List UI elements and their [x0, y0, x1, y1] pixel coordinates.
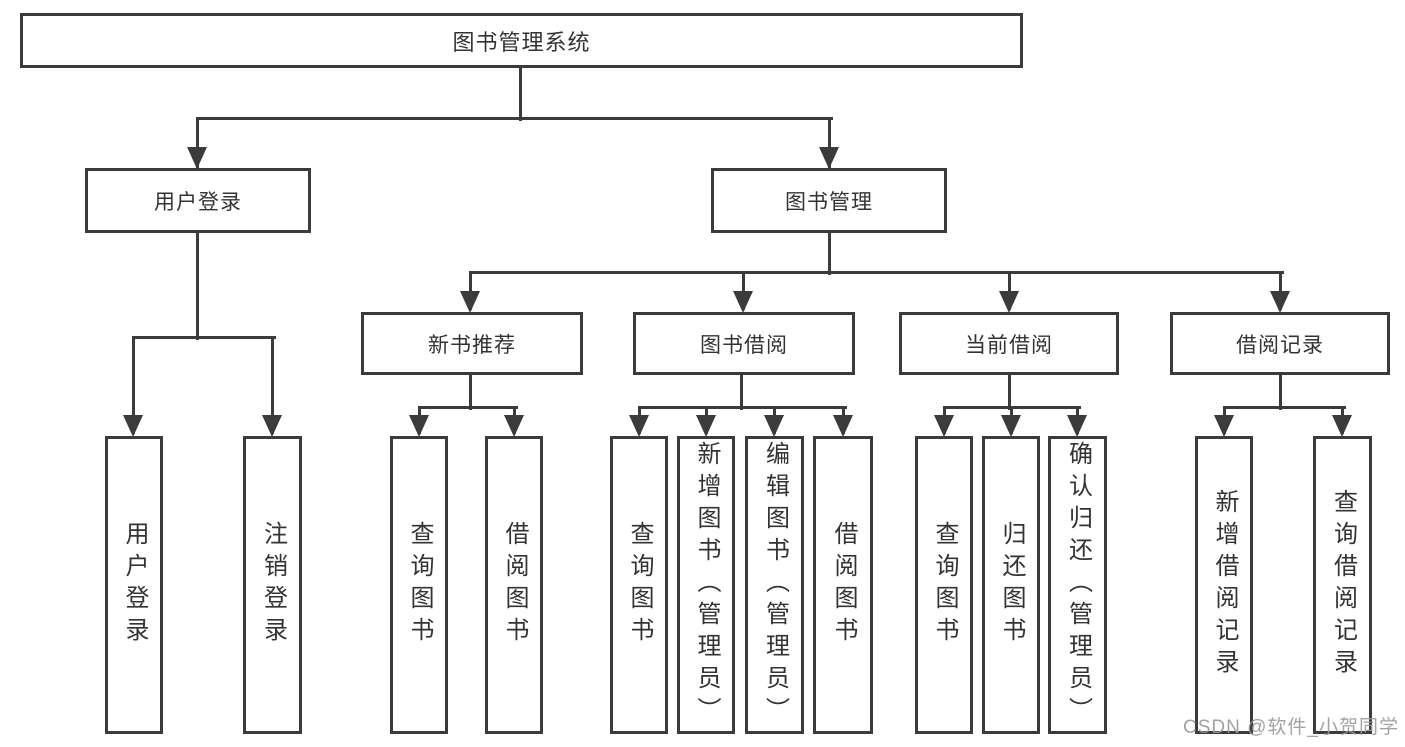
connector-vline-2: [828, 118, 831, 168]
node-root: 图书管理系统: [20, 13, 1023, 68]
arrowhead-4: [460, 291, 480, 313]
node-label-user-login: 用户登录: [121, 521, 148, 649]
node-confirm-return-admin: 确认归还（管理员）: [1048, 436, 1107, 734]
arrowhead-3: [262, 415, 282, 437]
node-new-book-recommend: 新书推荐: [361, 312, 583, 375]
node-label-book-management: 图书管理: [785, 190, 873, 214]
connector-vline-23: [1279, 373, 1282, 410]
node-label-query-books-3: 查询图书: [931, 521, 958, 649]
node-query-borrow-record: 查询借阅记录: [1313, 436, 1372, 734]
node-edit-book-admin: 编辑图书（管理员）: [745, 436, 804, 734]
node-query-books-3: 查询图书: [915, 436, 973, 734]
node-borrowing-records: 借阅记录: [1170, 312, 1390, 375]
node-borrow-books-1: 借阅图书: [485, 436, 543, 734]
arrowhead-12: [764, 415, 784, 437]
arrowhead-13: [833, 415, 853, 437]
connector-hline-4: [638, 406, 847, 409]
connector-hline-3: [418, 406, 518, 409]
node-book-borrowing: 图书借阅: [633, 312, 855, 375]
arrowhead-10: [629, 415, 649, 437]
connector-vline-14: [740, 373, 743, 410]
node-label-user-login-group: 用户登录: [154, 190, 242, 214]
node-logout: 注销登录: [243, 436, 302, 734]
connector-vline-6: [828, 231, 831, 275]
arrowhead-6: [999, 291, 1019, 313]
node-label-borrow-books-1: 借阅图书: [501, 521, 528, 649]
node-label-current-borrowing: 当前借阅: [965, 333, 1053, 357]
node-return-book: 归还图书: [982, 436, 1040, 734]
arrowhead-7: [1270, 291, 1290, 313]
arrowhead-9: [504, 415, 524, 437]
node-label-confirm-return-admin: 确认归还（管理员）: [1064, 441, 1092, 729]
node-label-book-borrowing: 图书借阅: [700, 333, 788, 357]
node-label-add-borrow-record: 新增借阅记录: [1211, 489, 1238, 681]
node-user-login-group: 用户登录: [85, 168, 311, 233]
arrowhead-14: [934, 415, 954, 437]
csdn-watermark: CSDN @软件_小贺同学: [1183, 717, 1399, 738]
node-label-query-books-1: 查询图书: [406, 521, 433, 649]
arrowhead-2: [123, 415, 143, 437]
node-label-borrowing-records: 借阅记录: [1236, 333, 1324, 357]
node-add-book-admin: 新增图书（管理员）: [677, 436, 735, 734]
connector-vline-4: [132, 337, 135, 434]
node-label-query-borrow-record: 查询借阅记录: [1329, 489, 1357, 681]
node-label-root: 图书管理系统: [452, 29, 591, 55]
connector-hline-1: [132, 336, 276, 339]
connector-hline-2: [469, 271, 1284, 274]
connector-hline-6: [1223, 406, 1346, 409]
arrowhead-16: [1067, 415, 1087, 437]
node-label-return-book: 归还图书: [998, 521, 1025, 649]
arrowhead-1: [819, 147, 839, 169]
node-query-books-2: 查询图书: [610, 436, 668, 734]
node-label-add-book-admin: 新增图书（管理员）: [693, 441, 720, 729]
node-book-management: 图书管理: [711, 168, 947, 233]
connector-vline-1: [196, 118, 199, 168]
arrowhead-0: [187, 147, 207, 169]
arrowhead-17: [1214, 415, 1234, 437]
connector-vline-0: [519, 66, 522, 121]
arrowhead-11: [696, 415, 716, 437]
node-borrow-books-2: 借阅图书: [813, 436, 873, 734]
connector-hline-5: [943, 406, 1081, 409]
connector-vline-5: [271, 337, 274, 434]
connector-vline-19: [1008, 373, 1011, 410]
arrowhead-8: [409, 415, 429, 437]
node-label-borrow-books-2: 借阅图书: [830, 521, 857, 649]
connector-vline-11: [469, 373, 472, 410]
arrowhead-18: [1332, 415, 1352, 437]
node-label-query-books-2: 查询图书: [626, 521, 653, 649]
arrowhead-15: [1001, 415, 1021, 437]
node-label-new-book-recommend: 新书推荐: [428, 333, 516, 357]
node-current-borrowing: 当前借阅: [899, 312, 1119, 375]
node-query-books-1: 查询图书: [390, 436, 448, 734]
node-add-borrow-record: 新增借阅记录: [1195, 436, 1253, 734]
connector-hline-0: [196, 117, 833, 120]
arrowhead-5: [733, 291, 753, 313]
node-user-login: 用户登录: [105, 436, 163, 734]
connector-vline-3: [196, 231, 199, 340]
node-label-edit-book-admin: 编辑图书（管理员）: [761, 441, 789, 729]
node-label-logout: 注销登录: [259, 521, 287, 649]
